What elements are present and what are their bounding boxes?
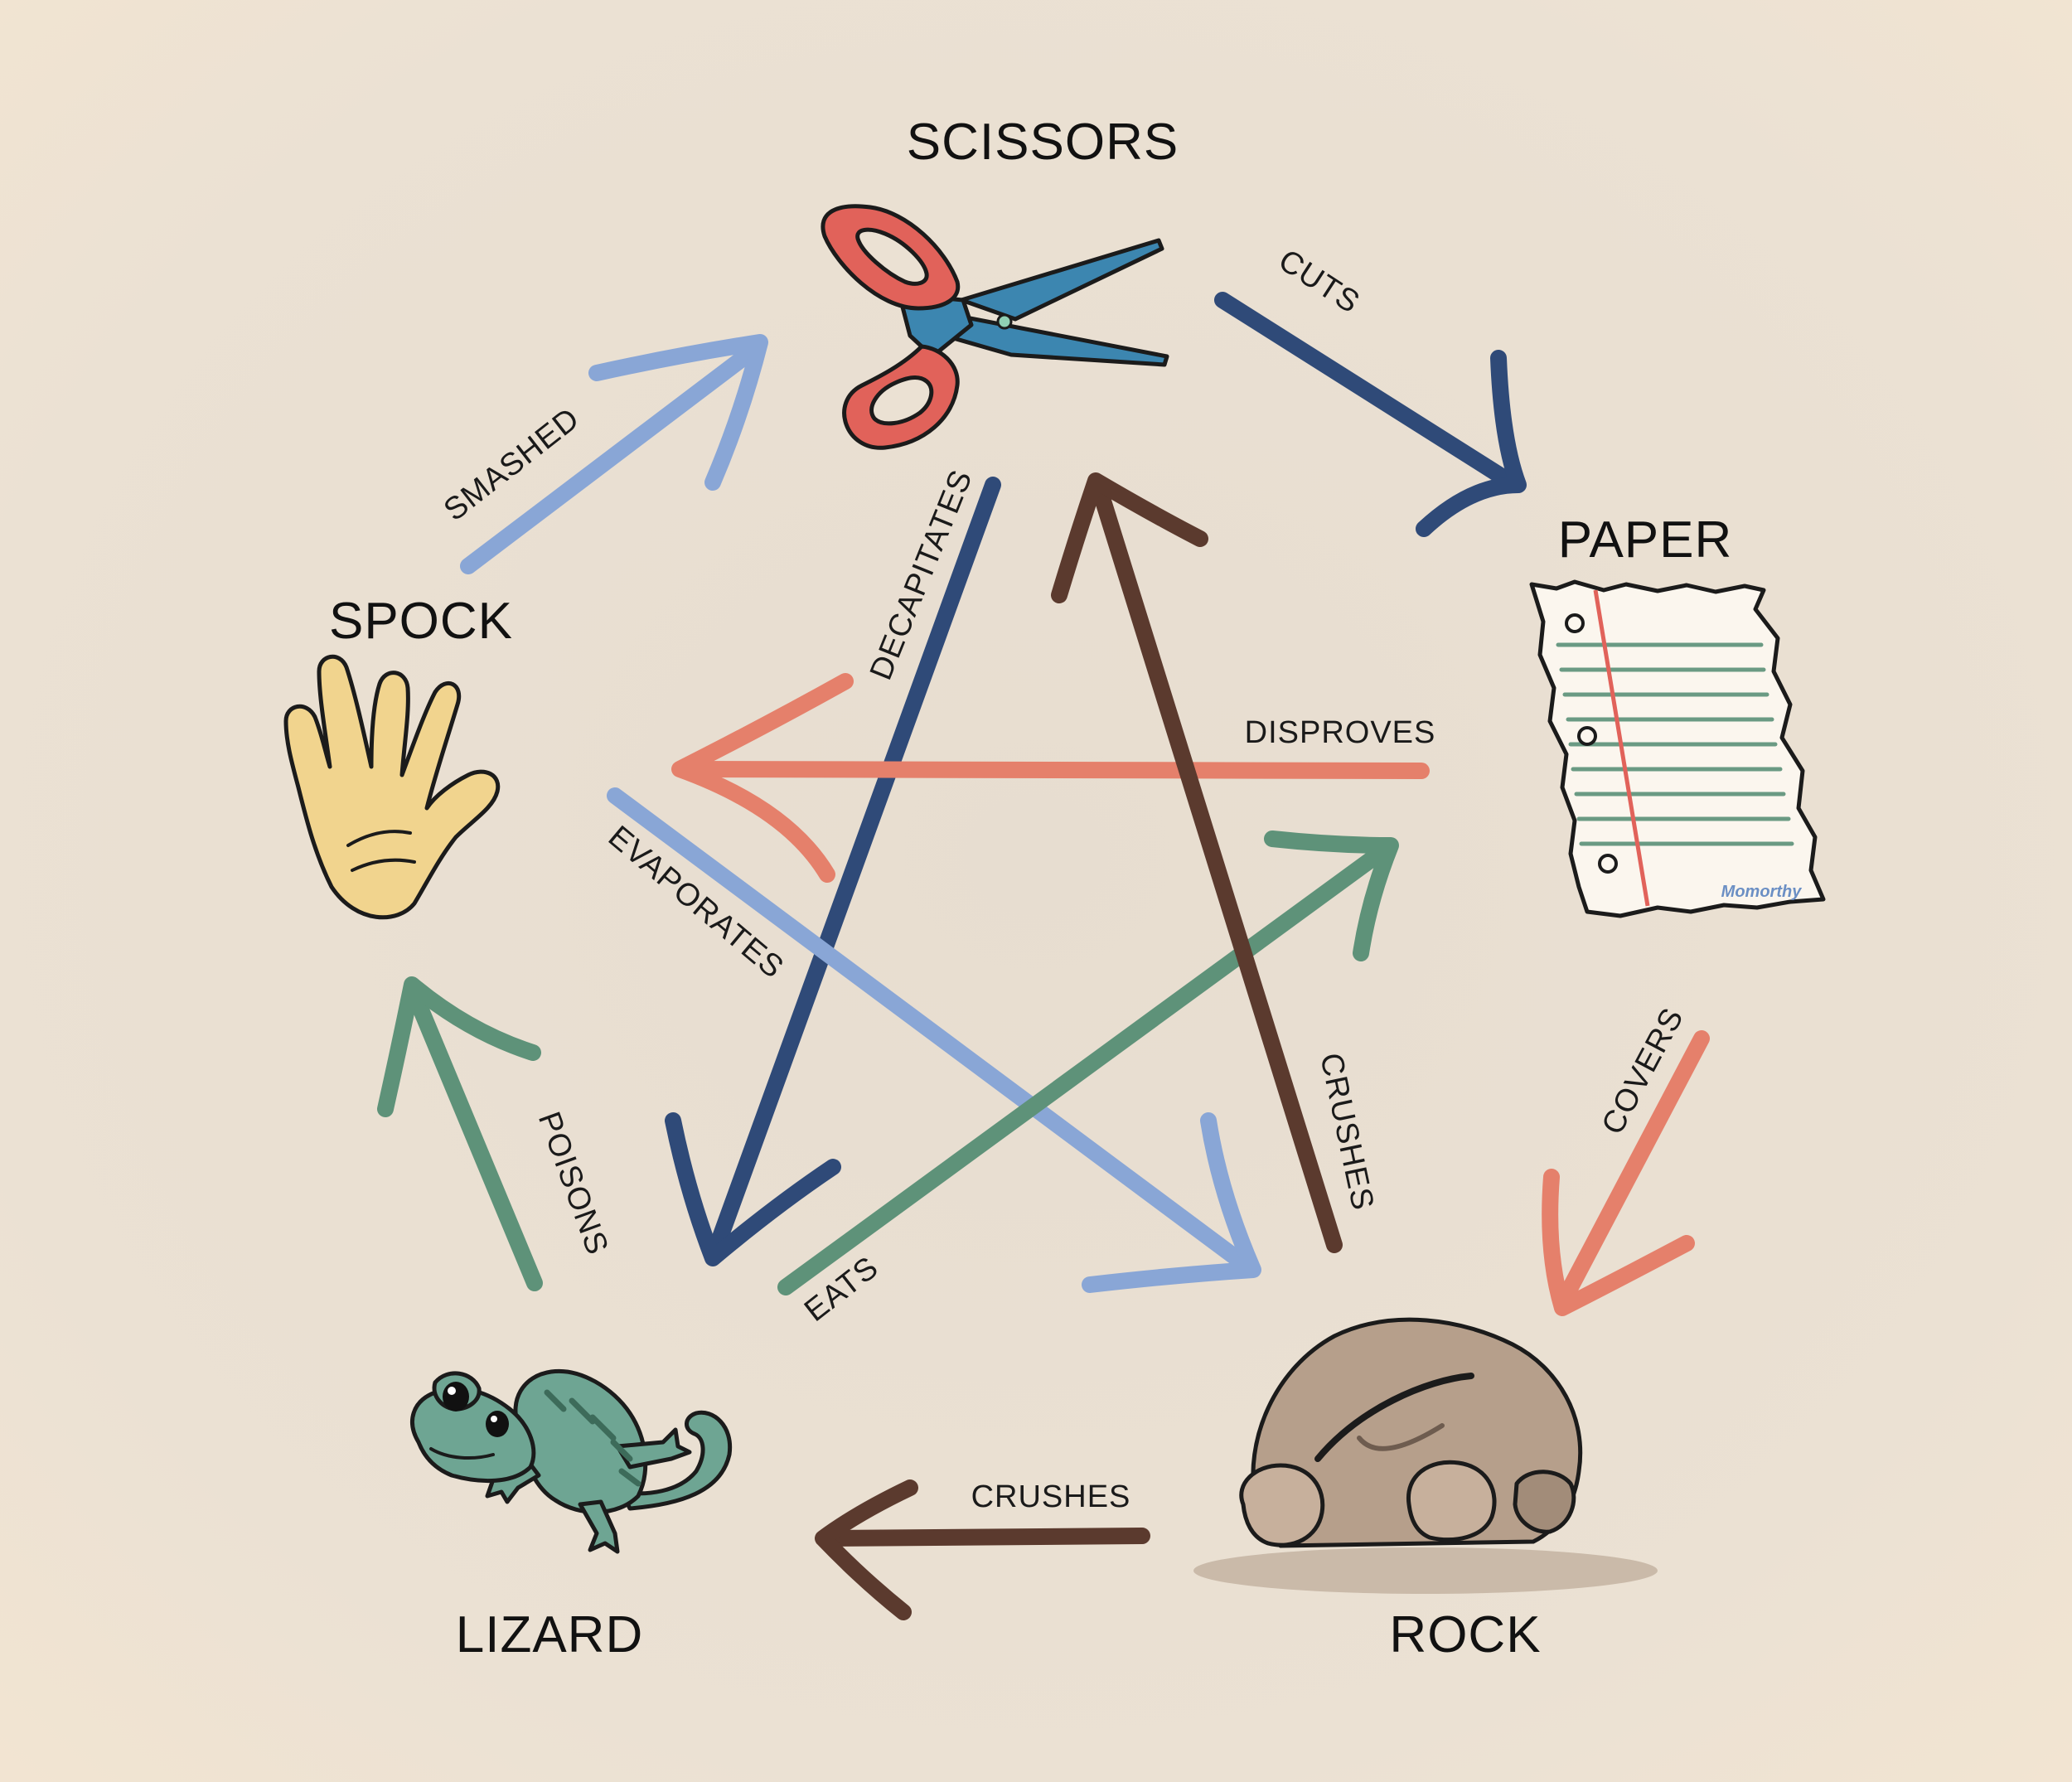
scissors-icon — [821, 204, 1169, 450]
node-label-scissors: SCISSORS — [907, 114, 1179, 171]
node-label-paper: PAPER — [1558, 511, 1733, 569]
label-disproves: DISPROVES — [1245, 715, 1436, 750]
spock-hand-icon — [283, 654, 501, 920]
paper-signature: Momorthy — [1721, 883, 1803, 901]
arrow-disproves — [671, 673, 1430, 883]
arrow-covers — [1542, 1030, 1710, 1316]
arrow-poisons — [377, 976, 543, 1291]
arrow-evaporates — [607, 787, 1261, 1293]
label-crushes-lizard: CRUSHES — [971, 1479, 1131, 1514]
arrow-crushes-lizard — [815, 1479, 1150, 1620]
arrow-decapitates — [665, 477, 1001, 1266]
node-label-lizard: LIZARD — [456, 1606, 643, 1663]
arrow-eats — [777, 830, 1399, 1295]
lizard-icon — [410, 1368, 733, 1554]
paper-icon: Momorthy — [1529, 579, 1826, 918]
node-label-spock: SPOCK — [329, 593, 513, 650]
arrow-smashed — [460, 334, 768, 574]
node-label-rock: ROCK — [1389, 1606, 1541, 1663]
rock-icon — [1193, 1317, 1658, 1594]
arrow-crushes-scissors — [1051, 472, 1343, 1253]
arrow-cuts — [1214, 292, 1527, 537]
